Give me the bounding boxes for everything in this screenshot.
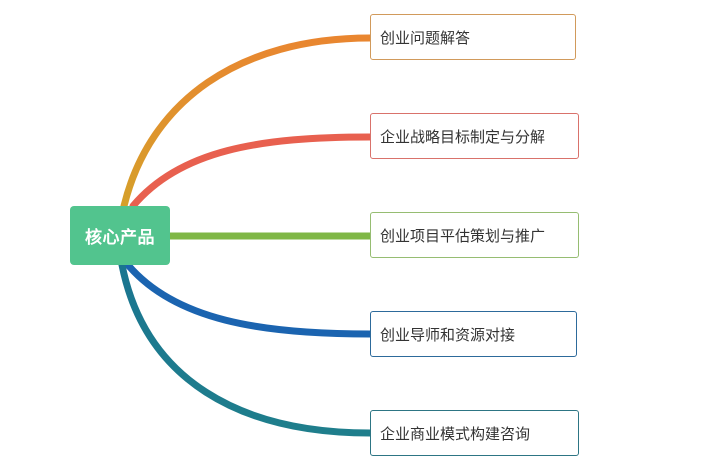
- branch-label: 企业商业模式构建咨询: [380, 424, 531, 443]
- central-topic-label: 核心产品: [85, 228, 155, 248]
- branch-node-business-model[interactable]: 企业商业模式构建咨询: [370, 410, 579, 456]
- branch-label: 创业问题解答: [380, 28, 471, 47]
- branch-node-project-evaluation[interactable]: 创业项目平估策划与推广: [370, 212, 579, 258]
- connector-line: [129, 133, 374, 210]
- branch-label: 创业项目平估策划与推广: [380, 226, 546, 245]
- branch-label: 企业战略目标制定与分解: [380, 127, 546, 146]
- connector-line: [120, 34, 374, 210]
- connector-line: [124, 261, 374, 338]
- branch-node-mentor-resources[interactable]: 创业导师和资源对接: [370, 311, 577, 357]
- branch-node-strategy-goals[interactable]: 企业战略目标制定与分解: [370, 113, 579, 159]
- central-topic-node[interactable]: 核心产品: [70, 206, 170, 265]
- connector-line: [118, 261, 374, 437]
- branch-node-problem-answers[interactable]: 创业问题解答: [370, 14, 576, 60]
- branch-label: 创业导师和资源对接: [380, 325, 516, 344]
